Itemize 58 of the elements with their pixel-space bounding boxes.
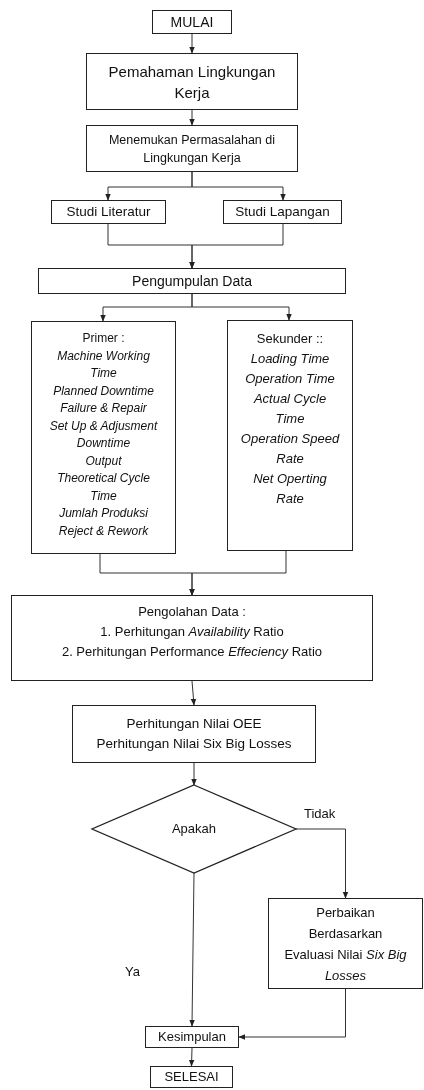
node-text: Kesimpulan bbox=[158, 1029, 226, 1045]
node-text: Planned Downtime bbox=[53, 382, 154, 400]
node-text: Failure & Repair bbox=[60, 400, 147, 417]
node-text: Machine Working Time bbox=[56, 347, 151, 382]
edge-label: Ya bbox=[124, 964, 141, 979]
process-box bbox=[38, 268, 346, 294]
node-text: Pemahaman Lingkungan Kerja bbox=[107, 61, 277, 103]
process-box bbox=[152, 10, 232, 34]
node-text: Set Up & Adjusment Downtime bbox=[48, 417, 159, 452]
arrow bbox=[189, 872, 195, 1027]
node-text: Loading Time bbox=[250, 350, 330, 368]
process-box bbox=[31, 321, 176, 554]
node-text: Jumlah Produksi bbox=[59, 505, 148, 522]
node-text: Actual Cycle Time bbox=[252, 390, 328, 428]
node-text: Pengumpulan Data bbox=[132, 272, 252, 290]
node-text: Pengolahan Data : bbox=[138, 603, 246, 621]
node-text: 1. Perhitungan Availability Ratio bbox=[100, 623, 284, 641]
arrow bbox=[190, 680, 197, 706]
process-box bbox=[86, 125, 298, 172]
node-text: Perbaikan Berdasarkan Evaluasi Nilai Six Big Losses bbox=[283, 903, 408, 985]
node-text: Studi Literatur bbox=[66, 204, 151, 220]
node-text: Studi Lapangan bbox=[235, 204, 330, 220]
node-text: Operation Time bbox=[245, 370, 335, 388]
process-box bbox=[150, 1066, 233, 1088]
decision-diamond bbox=[92, 785, 296, 873]
process-box bbox=[223, 200, 342, 224]
node-text: Theoretical Cycle Time bbox=[56, 470, 151, 505]
node-text: Net Operting Rate bbox=[252, 470, 328, 508]
node-text: MULAI bbox=[170, 14, 214, 30]
process-box bbox=[11, 595, 373, 681]
node-text: Output bbox=[85, 452, 122, 470]
process-box bbox=[86, 53, 298, 110]
arrow bbox=[238, 988, 346, 1040]
node-text: Perhitungan Nilai OEE bbox=[126, 715, 262, 733]
node-text: Perhitungan Nilai Six Big Losses bbox=[96, 735, 292, 753]
process-box bbox=[145, 1026, 239, 1048]
arrow bbox=[191, 762, 197, 786]
node-text: Apakah bbox=[171, 820, 217, 838]
arrow bbox=[189, 33, 195, 54]
arrow bbox=[191, 293, 292, 321]
edge-label: Tidak bbox=[303, 806, 337, 821]
arrow bbox=[189, 550, 287, 596]
node-text: Primer : bbox=[82, 330, 125, 347]
arrow bbox=[295, 828, 349, 899]
process-box bbox=[227, 320, 353, 551]
arrow bbox=[188, 1047, 195, 1067]
arrow bbox=[189, 109, 195, 126]
process-box bbox=[51, 200, 166, 224]
process-box bbox=[268, 898, 423, 989]
node-text: SELESAI bbox=[164, 1069, 219, 1085]
arrow bbox=[191, 171, 286, 201]
node-text: Operation Speed Rate bbox=[240, 430, 340, 468]
node-text: Menemukan Permasalahan di Lingkungan Kerja bbox=[107, 131, 277, 167]
process-box bbox=[72, 705, 316, 763]
arrow bbox=[189, 223, 284, 269]
node-text: 2. Perhitungan Performance Effeciency Ratio bbox=[61, 643, 323, 661]
node-text: Reject & Rework bbox=[58, 522, 149, 540]
node-text: Sekunder :: bbox=[256, 330, 324, 348]
